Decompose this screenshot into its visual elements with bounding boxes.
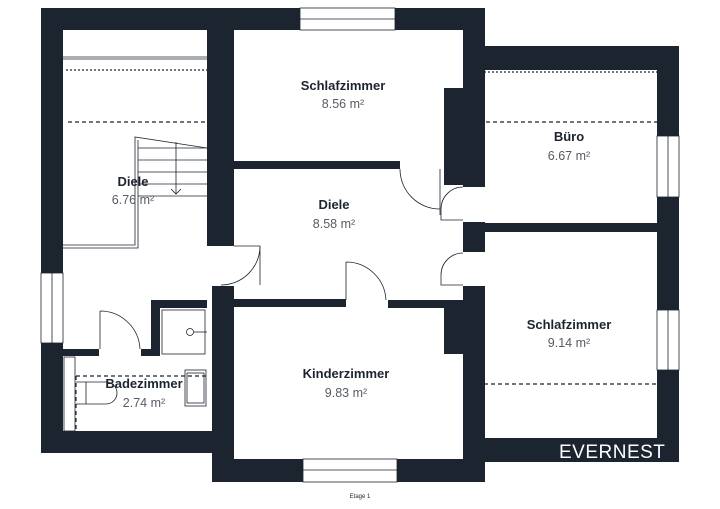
room-kinderzimmer: Kinderzimmer 9.83 m²	[303, 366, 390, 400]
room-diele-1: Diele 6.76 m²	[112, 174, 154, 207]
doors	[99, 168, 464, 350]
room-schlafzimmer-1: Schlafzimmer 8.56 m²	[301, 78, 386, 111]
room-diele-2: Diele 8.58 m²	[313, 197, 355, 231]
room-area: 6.76 m²	[112, 193, 154, 207]
room-area: 6.67 m²	[548, 149, 590, 163]
room-name: Schlafzimmer	[301, 78, 386, 93]
walls	[41, 8, 679, 482]
fixtures	[63, 56, 657, 432]
room-schlafzimmer-2: Schlafzimmer 9.14 m²	[527, 317, 612, 350]
floor-label: Etage 1	[350, 494, 371, 500]
windows	[40, 7, 680, 483]
room-name: Büro	[554, 129, 584, 144]
room-area: 9.83 m²	[325, 386, 367, 400]
brand-logo: EVERNEST	[559, 442, 665, 463]
room-name: Badezimmer	[105, 376, 182, 391]
room-buero: Büro 6.67 m²	[548, 129, 590, 163]
room-name: Schlafzimmer	[527, 317, 612, 332]
room-badezimmer: Badezimmer 2.74 m²	[105, 376, 182, 410]
room-area: 8.58 m²	[313, 217, 355, 231]
room-name: Kinderzimmer	[303, 366, 390, 381]
room-labels: Schlafzimmer 8.56 m² Diele 6.76 m² Diele 8.…	[105, 78, 611, 410]
room-name: Diele	[117, 174, 148, 189]
room-area: 9.14 m²	[548, 336, 590, 350]
room-name: Diele	[318, 197, 349, 212]
room-area: 2.74 m²	[123, 396, 165, 410]
room-area: 8.56 m²	[322, 97, 364, 111]
